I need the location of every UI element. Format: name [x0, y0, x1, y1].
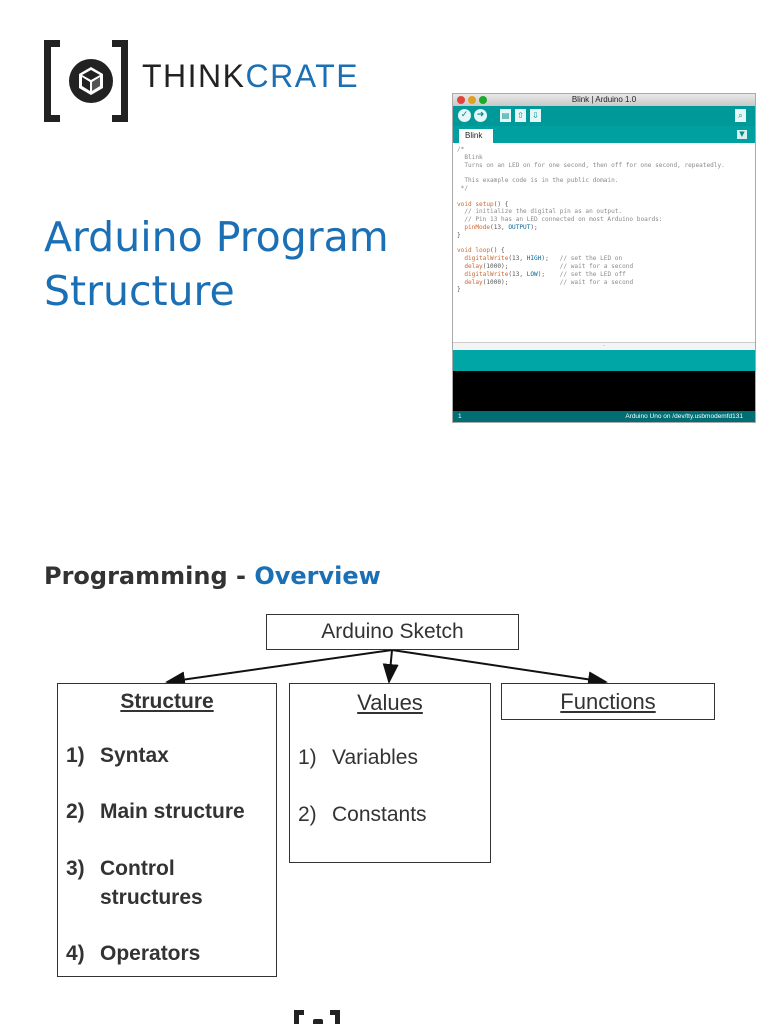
code-line: }	[457, 286, 461, 294]
logo-left-bracket	[44, 40, 60, 122]
page-title: Arduino Program Structure	[44, 210, 424, 318]
upload-icon: ➜	[474, 109, 487, 122]
serial-monitor-icon: ⌕	[735, 109, 746, 122]
code-line: }	[457, 231, 461, 239]
ide-line-number: 1	[458, 413, 462, 420]
page-title-line2: Structure	[44, 267, 235, 315]
code-line: digitalWrite(13, HIGH); // set the LED o…	[464, 255, 623, 263]
code-line: delay(1000); // wait for a second	[464, 262, 634, 270]
code-line: /*	[457, 146, 465, 153]
code-line: delay(1000); // wait for a second	[464, 278, 634, 286]
ide-tabs-bar: Blink ▼	[453, 126, 755, 143]
new-icon: ▤	[500, 109, 511, 122]
ide-code-editor: /* Blink Turns on an LED on for one seco…	[457, 146, 753, 342]
logo-right-bracket	[112, 40, 128, 122]
code-line: void setup() {	[457, 200, 509, 208]
item-number: 1)	[298, 746, 317, 769]
bottom-logo-cube-icon	[313, 1019, 323, 1024]
item-text: Constants	[332, 803, 427, 826]
logo-wordmark: THINKCRATE	[142, 58, 359, 95]
code-line	[457, 240, 753, 248]
ide-status-bar	[453, 350, 755, 371]
code-line	[457, 169, 753, 177]
code-line: Turns on an LED on for one second, then …	[457, 161, 725, 169]
functions-heading: Functions	[560, 689, 656, 714]
code-line: // Pin 13 has an LED connected on most A…	[464, 216, 663, 224]
page-title-line1: Arduino Program	[44, 213, 389, 261]
bottom-logo-right-bracket	[330, 1010, 340, 1024]
arrow-to-structure	[165, 649, 393, 688]
item-text: Main structure	[100, 800, 245, 823]
ide-window-title: Blink | Arduino 1.0	[571, 95, 637, 104]
logo-word-accent: CRATE	[245, 58, 360, 94]
code-line	[457, 193, 753, 201]
diagram-box-structure: Structure 1) Syntax 2) Main structure 3) Co…	[57, 683, 277, 977]
item-number: 2)	[298, 803, 317, 826]
arrow-to-values	[382, 649, 399, 684]
diagram-box-values: Values 1) Variables 2) Constants	[289, 683, 491, 863]
item-text: Control	[100, 857, 175, 880]
item-number: 4)	[66, 942, 85, 965]
minimize-icon	[468, 96, 476, 104]
save-icon: ⇩	[530, 109, 541, 122]
close-icon	[457, 96, 465, 104]
cube-icon	[69, 59, 113, 103]
diagram-box-functions: Functions	[501, 683, 715, 720]
arduino-ide-screenshot: Blink | Arduino 1.0 ✓ ➜ ▤ ⇧ ⇩ ⌕ Blink ▼ …	[452, 93, 756, 423]
verify-icon: ✓	[458, 109, 471, 122]
section-title-accent: Overview	[254, 562, 381, 590]
code-line: Blink	[457, 153, 483, 161]
root-label: Arduino Sketch	[321, 620, 464, 643]
code-line: // initialize the digital pin as an outp…	[464, 208, 623, 216]
code-line: void loop() {	[457, 247, 505, 255]
code-line: digitalWrite(13, LOW); // set the LED of…	[464, 270, 626, 278]
diagram-root-arduino-sketch: Arduino Sketch	[266, 614, 519, 650]
item-text: Variables	[332, 746, 418, 769]
ide-titlebar: Blink | Arduino 1.0	[453, 94, 755, 106]
arrow-to-functions	[391, 649, 608, 688]
code-line: This example code is in the public domai…	[457, 177, 619, 185]
item-text: Syntax	[100, 744, 169, 767]
bottom-logo-left-bracket	[294, 1010, 304, 1024]
item-text: structures	[100, 886, 203, 909]
ide-toolbar: ✓ ➜ ▤ ⇧ ⇩ ⌕	[453, 106, 755, 126]
values-heading: Values	[357, 690, 423, 715]
code-line: pinMode(13, OUTPUT);	[464, 223, 538, 231]
section-title: Programming - Overview	[44, 562, 381, 590]
ide-footer: 1 Arduino Uno on /dev/tty.usbmodemfd131	[453, 411, 755, 422]
thinkcrate-logo: THINKCRATE	[44, 40, 384, 130]
structure-heading: Structure	[120, 690, 214, 713]
item-number: 2)	[66, 800, 85, 823]
ide-splitter: ·	[453, 342, 755, 351]
tab-menu-icon: ▼	[737, 130, 747, 139]
item-text: Operators	[100, 942, 201, 965]
section-title-main: Programming -	[44, 562, 255, 590]
ide-console	[453, 371, 755, 411]
zoom-icon	[479, 96, 487, 104]
open-icon: ⇧	[515, 109, 526, 122]
item-number: 1)	[66, 744, 85, 767]
bottom-logo-partial	[294, 1010, 344, 1024]
logo-word-main: THINK	[142, 58, 246, 94]
ide-tab-blink: Blink	[459, 129, 493, 143]
item-number: 3)	[66, 857, 85, 880]
ide-board-info: Arduino Uno on /dev/tty.usbmodemfd131	[625, 413, 743, 420]
code-line: */	[457, 184, 469, 192]
